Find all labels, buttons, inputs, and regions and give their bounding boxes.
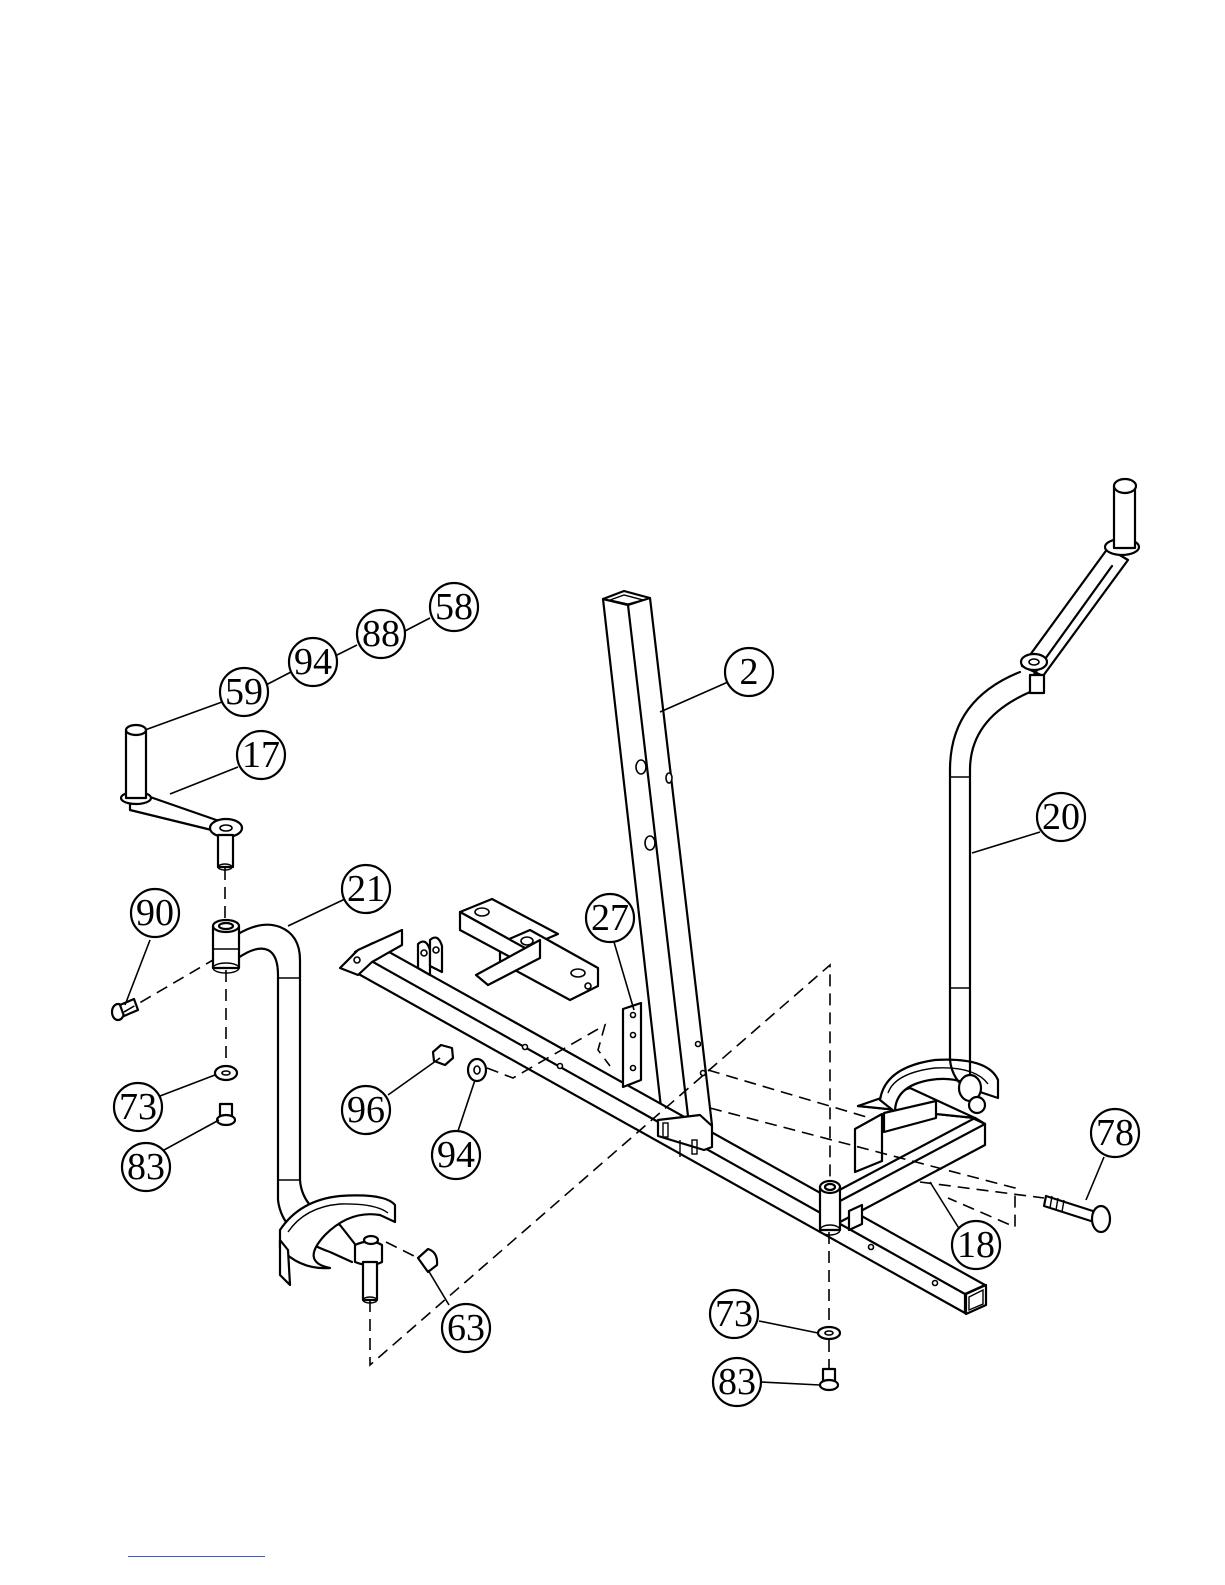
callout-label: 83 (127, 1146, 165, 1188)
callout-2: 2 (725, 648, 773, 696)
callout-label: 2 (740, 651, 759, 693)
callout-label: 83 (718, 1361, 756, 1403)
bolt-90 (112, 999, 138, 1020)
callout-label: 21 (347, 868, 385, 910)
bolt-83-left (217, 1104, 235, 1125)
callout-83-right: 83 (713, 1358, 761, 1406)
hardware (112, 999, 1110, 1390)
callout-label: 59 (225, 671, 263, 713)
callout-label: 58 (435, 586, 473, 628)
callout-73-left: 73 (114, 1083, 162, 1131)
footer-rule (128, 1556, 265, 1557)
callout-label: 73 (715, 1293, 753, 1335)
callout-label: 20 (1042, 796, 1080, 838)
nut-96 (433, 1045, 453, 1065)
callout-label: 18 (957, 1224, 995, 1266)
callout-label: 90 (136, 892, 174, 934)
callout-label: 63 (447, 1307, 485, 1349)
callout-label: 94 (294, 641, 332, 683)
callout-83-left: 83 (122, 1143, 170, 1191)
bolt-83-right (820, 1369, 838, 1390)
callout-63: 63 (442, 1304, 490, 1352)
lever-part-17 (121, 725, 242, 870)
callout-90: 90 (131, 889, 179, 937)
callout-21: 21 (342, 865, 390, 913)
bolt-78 (1044, 1196, 1110, 1232)
callout-label: 88 (362, 613, 400, 655)
callout-94-right: 94 (432, 1131, 480, 1179)
callout-label: 96 (347, 1089, 385, 1131)
callout-78: 78 (1091, 1109, 1139, 1157)
callout-label: 27 (591, 897, 629, 939)
callout-18: 18 (952, 1221, 1000, 1269)
end-cap-63 (418, 1249, 437, 1272)
callout-label: 78 (1096, 1112, 1134, 1154)
bracket-plate-part-27 (623, 1003, 641, 1087)
upright-post-part-2 (603, 591, 712, 1133)
callout-20: 20 (1037, 793, 1085, 841)
callout-17: 17 (237, 731, 285, 779)
callout-label: 17 (242, 734, 280, 776)
callout-96: 96 (342, 1086, 390, 1134)
callout-73-right: 73 (710, 1290, 758, 1338)
callout-58: 58 (430, 583, 478, 631)
callout-27: 27 (586, 894, 634, 942)
callout-88: 88 (357, 610, 405, 658)
callout-94: 94 (289, 638, 337, 686)
callout-label: 73 (119, 1086, 157, 1128)
callout-label: 94 (437, 1134, 475, 1176)
callout-59: 59 (220, 668, 268, 716)
